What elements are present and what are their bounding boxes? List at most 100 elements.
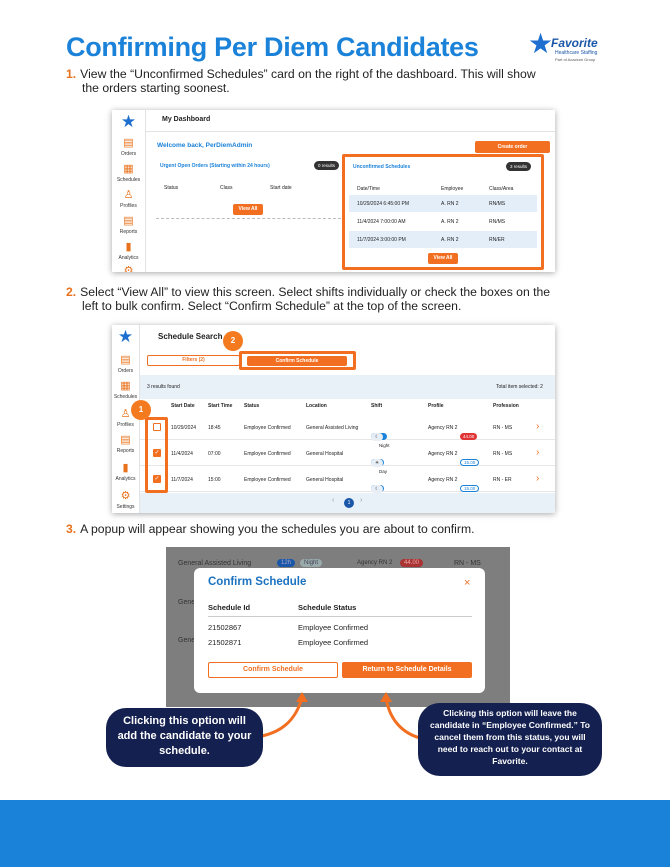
page-number[interactable]: 1 xyxy=(344,498,354,508)
col-class: Class xyxy=(220,185,233,191)
cell-datetime: 11/4/2024 7:00:00 AM xyxy=(357,219,406,225)
confirm-highlight: Confirm Schedule xyxy=(239,351,356,370)
cell-profile: Agency RN 2 xyxy=(428,425,458,431)
cell-date: 10/29/2024 xyxy=(171,425,197,431)
col-status: Status xyxy=(164,185,179,191)
schedule-table: 10/29/2024 18:45 Employee Confirmed Gene… xyxy=(140,413,555,500)
sidebar-item-settings[interactable]: ⚙ xyxy=(112,265,145,273)
bg-hours: 12h xyxy=(277,559,296,567)
page-title: Confirming Per Diem Candidates xyxy=(66,32,479,62)
chevron-right-icon[interactable]: › xyxy=(360,497,363,504)
dashboard-heading: My Dashboard xyxy=(162,116,211,123)
step-text-cont: left to bulk confirm. Select “Confirm Sc… xyxy=(82,299,462,313)
sidebar-item-settings[interactable]: ⚙ Settings xyxy=(112,490,139,511)
row-checkbox[interactable] xyxy=(153,423,161,431)
sidebar-item-reports[interactable]: ▤Reports xyxy=(112,215,145,236)
cell-employee: A. RN 2 xyxy=(441,219,459,225)
gear-icon: ⚙ xyxy=(120,490,131,502)
shift-pill: ☾ Night xyxy=(371,433,390,448)
chevron-left-icon[interactable]: ‹ xyxy=(332,497,335,504)
cell-time: 18:45 xyxy=(208,425,221,431)
arrow-left xyxy=(261,697,304,738)
sidebar-label: Analytics xyxy=(115,476,136,482)
callout-confirm: Clicking this option will add the candid… xyxy=(106,708,263,767)
unconfirmed-view-all-button[interactable]: View All xyxy=(428,253,458,264)
sidebar-item-reports[interactable]: ▤Reports xyxy=(112,435,139,455)
dialog-title: Confirm Schedule xyxy=(208,576,307,588)
urgent-count-badge: 0 results xyxy=(314,161,340,170)
col-class-area: Class/Area xyxy=(489,186,514,192)
table-row[interactable] xyxy=(349,231,537,248)
sidebar-item-schedules[interactable]: ▦Schedules xyxy=(112,381,139,401)
bg-shift: Night xyxy=(300,559,323,567)
shift-pill: ☀ Day xyxy=(371,459,387,474)
confirm-schedule-button[interactable]: Confirm Schedule xyxy=(247,356,347,366)
welcome-text: Welcome back, PerDiemAdmin xyxy=(157,142,253,149)
clipboard-icon: ▤ xyxy=(123,137,134,149)
shift-label: Night xyxy=(379,443,390,448)
sidebar-label: Settings xyxy=(116,504,135,510)
row-checkbox[interactable]: ✓ xyxy=(153,449,161,457)
bar-chart-icon: ▮ xyxy=(122,462,129,474)
sidebar-item-schedules[interactable]: ▦Schedules xyxy=(112,164,145,184)
chevron-right-icon[interactable]: › xyxy=(536,447,540,458)
close-icon[interactable]: × xyxy=(464,577,471,589)
col-start-date: Start Date xyxy=(171,403,195,409)
col-status: Status xyxy=(244,403,260,409)
person-icon: ♙ xyxy=(123,189,134,201)
table-row[interactable]: ✓ 11/7/2024 15:00 Employee Confirmed Gen… xyxy=(140,467,555,500)
sidebar-item-profiles[interactable]: ♙Profiles xyxy=(112,189,145,210)
shift-label: Day xyxy=(379,469,388,474)
return-to-details-button[interactable]: Return to Schedule Details xyxy=(342,662,472,678)
cell-profession: RN - MS xyxy=(493,451,513,457)
step-1: 1.View the “Unconfirmed Schedules” card … xyxy=(66,67,606,95)
sidebar-item-analytics[interactable]: ▮ Analytics xyxy=(112,462,139,483)
cell-profession: RN - ER xyxy=(493,477,512,483)
step-number: 3. xyxy=(66,522,77,536)
person-icon: ♙ xyxy=(120,408,131,420)
rate-value: 15.00 xyxy=(460,485,480,492)
cell-schedule-id: 21502867 xyxy=(208,623,242,632)
sidebar-label: Profiles xyxy=(117,422,134,428)
cell-class: RN/MS xyxy=(489,201,506,207)
cell-location: General Hospital xyxy=(306,477,344,483)
report-icon: ▤ xyxy=(123,215,134,227)
step-2: 2.Select “View All” to view this screen.… xyxy=(66,285,606,313)
step-text: Select “View All” to view this screen. S… xyxy=(80,285,551,299)
filters-button[interactable]: Filters (2) xyxy=(147,355,240,366)
urgent-view-all-button[interactable]: View All xyxy=(233,204,263,215)
sidebar-item-orders[interactable]: ▤Orders xyxy=(112,137,145,158)
unconfirmed-schedules-card: Unconfirmed Schedules 3 results Date/Tim… xyxy=(342,154,544,270)
table-row[interactable] xyxy=(349,195,537,212)
logo-name: Favorite xyxy=(551,36,598,50)
cell-employee: A. RN 2 xyxy=(441,237,459,243)
shift-pill: ☾ Evening xyxy=(371,485,395,500)
table-row[interactable]: 10/29/2024 18:45 Employee Confirmed Gene… xyxy=(140,415,555,448)
chevron-right-icon[interactable]: › xyxy=(536,473,540,484)
col-datetime: Date/Time xyxy=(357,186,380,192)
sidebar-item-profiles[interactable]: ♙ Profiles xyxy=(112,408,139,429)
col-schedule-status: Schedule Status xyxy=(298,603,357,612)
bg-text: Gene xyxy=(178,637,196,644)
create-order-button[interactable]: Create order xyxy=(475,141,550,153)
table-row[interactable]: ✓ 11/4/2024 07:00 Employee Confirmed Gen… xyxy=(140,441,555,474)
gear-icon: ⚙ xyxy=(123,265,134,273)
dashboard-screenshot: ★ ▤Orders ▦Schedules ♙Profiles ▤Reports … xyxy=(112,110,555,272)
row-checkbox[interactable]: ✓ xyxy=(153,475,161,483)
cell-profile: Agency RN 2 xyxy=(428,477,458,483)
sidebar-item-analytics[interactable]: ▮Analytics xyxy=(112,242,145,262)
col-location: Location xyxy=(306,403,327,409)
step-number: 1. xyxy=(66,67,77,81)
sidebar-label: Orders xyxy=(117,368,134,374)
cell-schedule-id: 21502871 xyxy=(208,638,242,647)
logo-sub: Healthcare Staffing xyxy=(555,50,598,56)
cell-profession: RN - MS xyxy=(493,425,513,431)
confirm-schedule-button[interactable]: Confirm Schedule xyxy=(208,662,338,678)
cell-datetime: 10/29/2024 6:45:00 PM xyxy=(357,201,409,207)
arrow-right-head xyxy=(380,692,392,702)
sidebar-item-orders[interactable]: ▤Orders xyxy=(112,355,139,375)
cell-date: 11/7/2024 xyxy=(171,477,193,483)
col-start-date: Start date xyxy=(270,185,292,191)
cell-class: RN/MS xyxy=(489,219,506,225)
chevron-right-icon[interactable]: › xyxy=(536,421,540,432)
